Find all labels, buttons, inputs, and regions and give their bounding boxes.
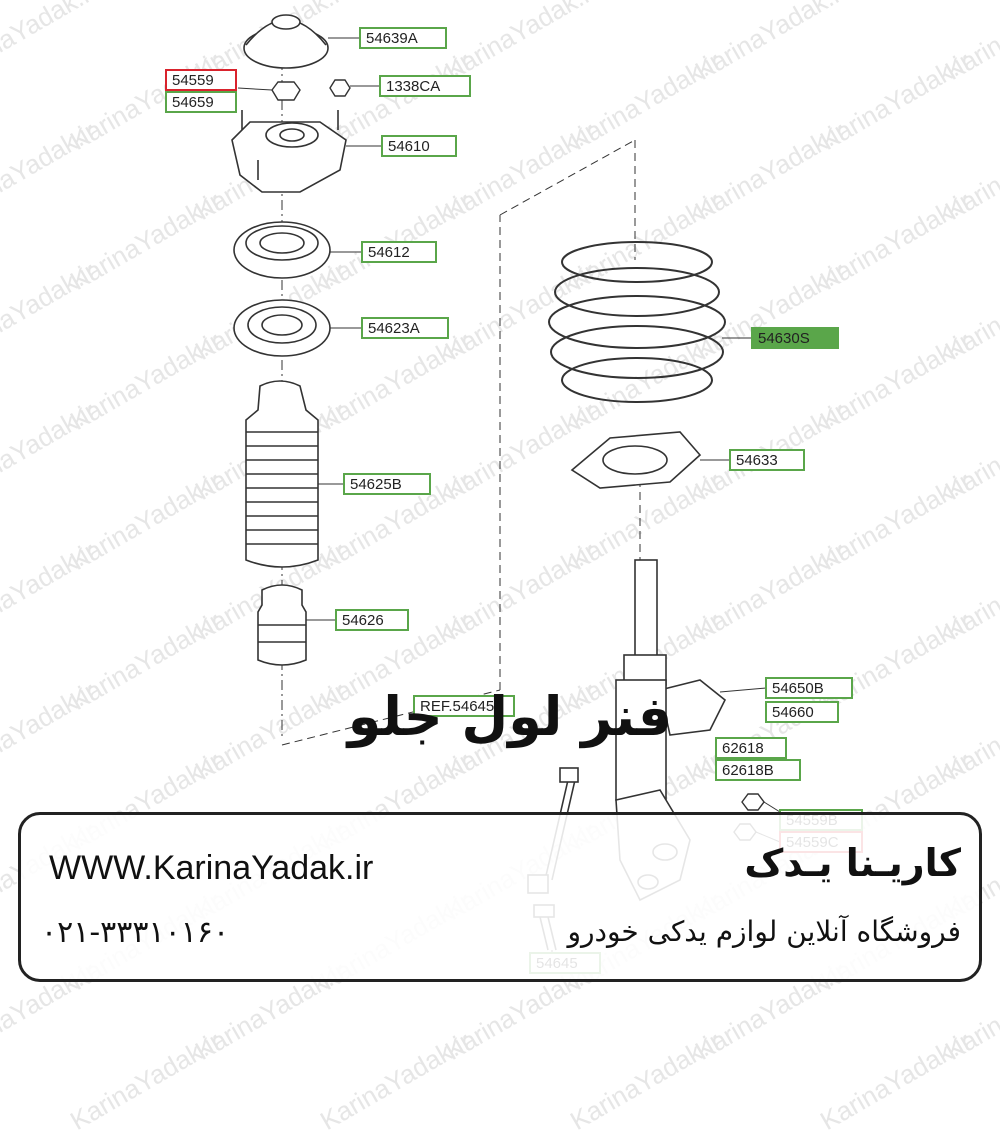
exploded-parts-diagram: 54639A 54559 54659 1338CA 54610 54612 54623A 54… (165, 14, 863, 974)
part-number-text: 54660 (772, 704, 814, 721)
label-box (165, 69, 237, 91)
lower-spring-pad-part (570, 431, 702, 489)
label-box (361, 241, 437, 263)
label-54610: 54610 (381, 135, 457, 157)
part-number-text: 54612 (368, 244, 410, 261)
dust-cap-part (243, 14, 329, 69)
product-title: فنر لول جلو (347, 685, 673, 748)
label-1338CA: 1338CA (379, 75, 471, 97)
part-number-text: 54610 (388, 138, 430, 155)
brand-name: کاریـنا یـدک (744, 841, 961, 885)
part-number-text: 1338CA (386, 78, 440, 95)
label-box (751, 327, 839, 349)
label-box (165, 91, 237, 113)
label-54660: 54660 (765, 701, 839, 723)
label-54650B: 54650B (765, 677, 853, 699)
part-number-text: 54559 (172, 72, 214, 89)
phone-number: ۰۲۱-۳۳۳۱۰۱۶۰ (41, 915, 230, 950)
label-54630S: 54630S (751, 327, 839, 349)
label-54659: 54659 (165, 91, 237, 113)
label-box (765, 677, 853, 699)
watermark-text: KarinaYadak.ir (65, 1025, 227, 1136)
label-ref-54645: REF.54645 (413, 695, 515, 717)
part-number-text: 54633 (736, 452, 778, 469)
label-54559: 54559 (165, 69, 237, 91)
label-box (359, 27, 447, 49)
bump-stop-part (257, 584, 307, 666)
label-62618B: 62618B (715, 759, 801, 781)
strut-mount-part (231, 110, 347, 193)
label-54625B: 54625B (343, 473, 431, 495)
label-box (335, 609, 409, 631)
part-number-text: 62618B (722, 762, 774, 779)
bearing-part (233, 221, 331, 279)
label-box (765, 701, 839, 723)
part-number-text: 54659 (172, 94, 214, 111)
label-box (729, 449, 805, 471)
nut-part (271, 79, 351, 101)
label-box (343, 473, 431, 495)
label-box (381, 135, 457, 157)
shop-banner: WWW.KarinaYadak.ir ۰۲۱-۳۳۳۱۰۱۶۰ کاریـنا … (18, 812, 982, 982)
label-54623A: 54623A (361, 317, 449, 339)
label-box (715, 737, 787, 759)
shop-tagline: فروشگاه آنلاین لوازم یدکی خودرو (567, 915, 961, 948)
watermark-text: KarinaYadak.ir (315, 1025, 477, 1136)
part-number-text: 54639A (366, 30, 418, 47)
part-number-text: REF.54645 (420, 698, 494, 715)
dust-boot-part (245, 380, 319, 568)
label-box (413, 695, 515, 717)
label-54633: 54633 (729, 449, 805, 471)
part-number-text: 54623A (368, 320, 420, 337)
label-box (361, 317, 449, 339)
spring-seat-part (233, 299, 331, 357)
part-number-text: 54626 (342, 612, 384, 629)
watermark-text: KarinaYadak.ir (815, 1025, 977, 1136)
part-number-text: 62618 (722, 740, 764, 757)
label-54639A: 54639A (359, 27, 447, 49)
label-box (715, 759, 801, 781)
website-url[interactable]: WWW.KarinaYadak.ir (49, 849, 374, 887)
label-54612: 54612 (361, 241, 437, 263)
part-number-text: 54625B (350, 476, 402, 493)
label-62618: 62618 (715, 737, 787, 759)
coil-spring-part (548, 241, 726, 403)
part-number-text: 54650B (772, 680, 824, 697)
watermark-text: KarinaYadak.ir (565, 1025, 727, 1136)
label-box (379, 75, 471, 97)
part-number-text: 54630S (758, 330, 810, 347)
label-54626: 54626 (335, 609, 409, 631)
